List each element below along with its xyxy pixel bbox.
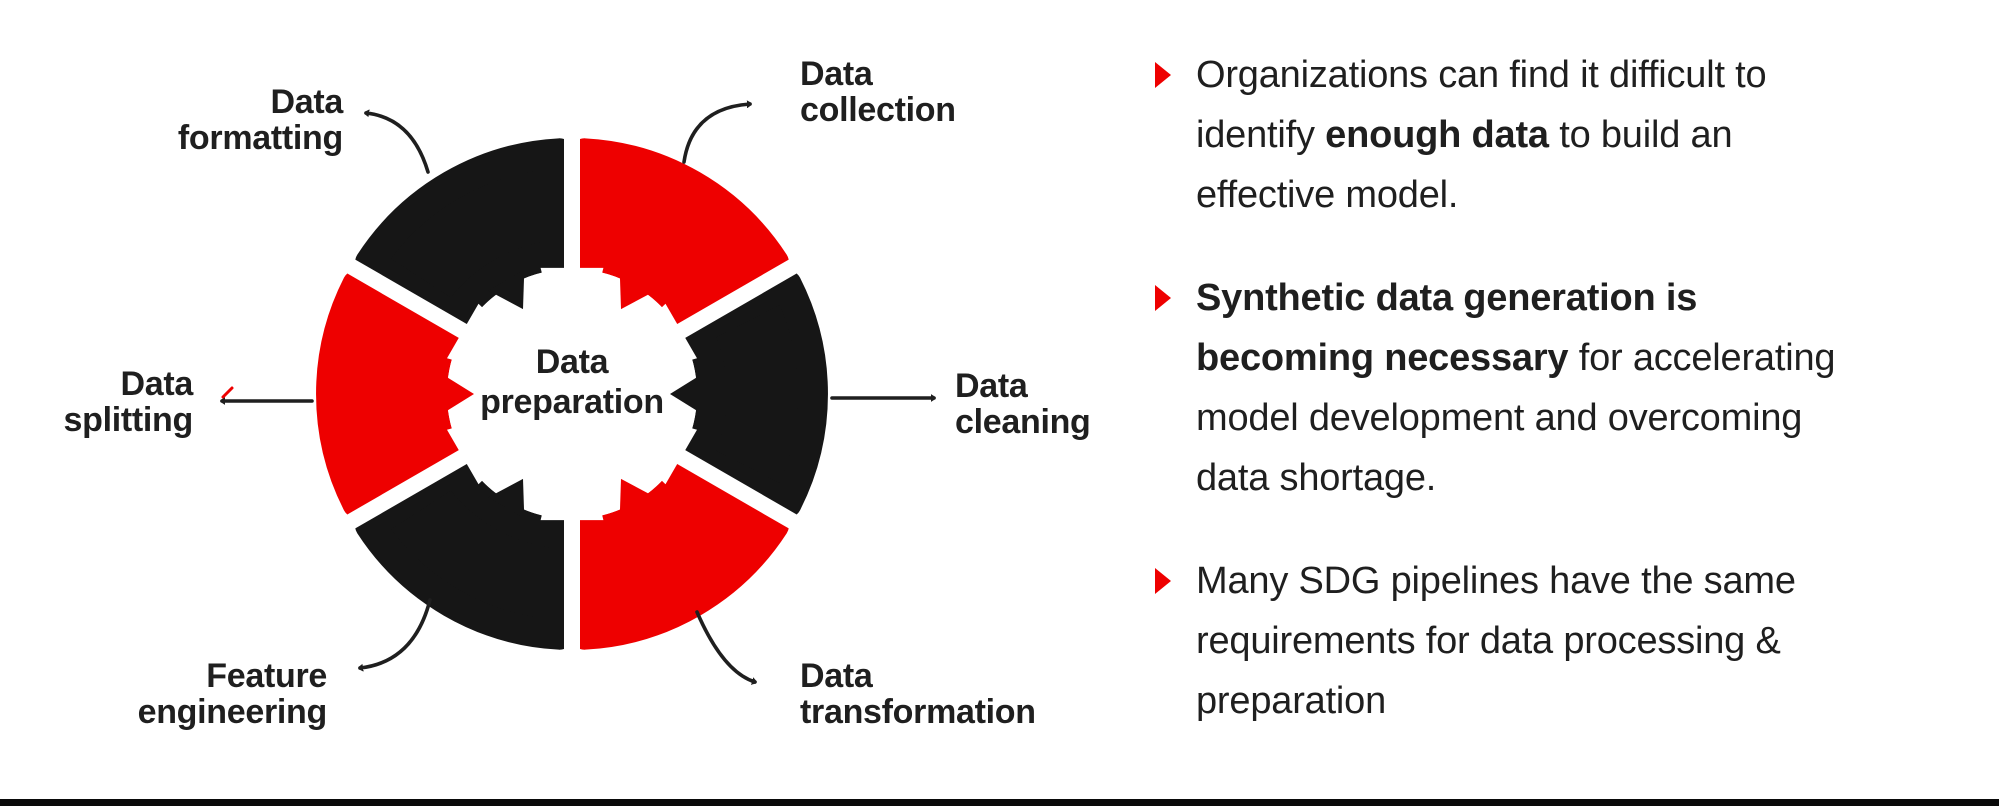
segment-data-formatting [354,138,580,333]
data-collection-arrow [682,104,752,164]
bullet-line: Synthetic data generation is [1196,277,1698,319]
bullet-line: data shortage. [1196,457,1437,499]
segment-data-splitting [316,269,463,519]
bottom-bar [0,799,1999,806]
bullet-line: requirements for data processing & [1196,620,1781,662]
label-data-cleaning: Data cleaning [955,367,1091,441]
segment-data-cleaning [681,269,828,519]
bullet-line: Organizations can find it difficult to [1196,54,1767,96]
feature-engineering-arrow [358,598,432,668]
bullet-line: becoming necessary for accelerating [1196,337,1836,379]
label-data-transformation: Data transformation [800,657,1036,731]
bullet-text: Many SDG pipelines have the same require… [1196,551,1935,731]
data-splitting-arrow-red-barb [221,386,234,399]
data-formatting-arrow [364,113,430,174]
label-feature-engineering: Feature engineering [137,657,328,731]
bullet-triangle-icon [1155,62,1171,88]
data-transformation-arrow [695,610,757,682]
hub-gear-tabs [447,267,697,521]
bullet-line: model development and overcoming [1196,397,1803,439]
cycle-segments [316,138,828,650]
segment-data-transformation [564,455,790,650]
center-hub [447,269,697,519]
center-hub-label: Data preparation [480,343,664,421]
bullet-item-sdg-pipelines: Many SDG pipelines have the same require… [1155,551,1935,731]
label-data-splitting: Data splitting [63,365,194,439]
bullet-item-synthetic-data: Synthetic data generation is becoming ne… [1155,268,1935,508]
bullet-line: identify enough data to build an [1196,114,1733,156]
callout-arrows [220,104,936,682]
bullet-line: preparation [1196,680,1387,722]
segment-data-collection [564,138,790,333]
bullet-text: Organizations can find it difficult to i… [1196,45,1935,225]
label-data-collection: Data collection [800,55,956,129]
bullet-text: Synthetic data generation is becoming ne… [1196,268,1935,508]
bullet-triangle-icon [1155,568,1171,594]
bullet-line: Many SDG pipelines have the same [1196,560,1796,602]
bullet-line: effective model. [1196,174,1459,216]
bullet-item-enough-data: Organizations can find it difficult to i… [1155,45,1935,225]
segment-feature-engineering [354,455,580,650]
bullet-list: Organizations can find it difficult to i… [1155,45,1935,774]
segment-arrow-tips [440,269,704,519]
bullet-triangle-icon [1155,285,1171,311]
label-data-formatting: Data formatting [177,83,343,157]
